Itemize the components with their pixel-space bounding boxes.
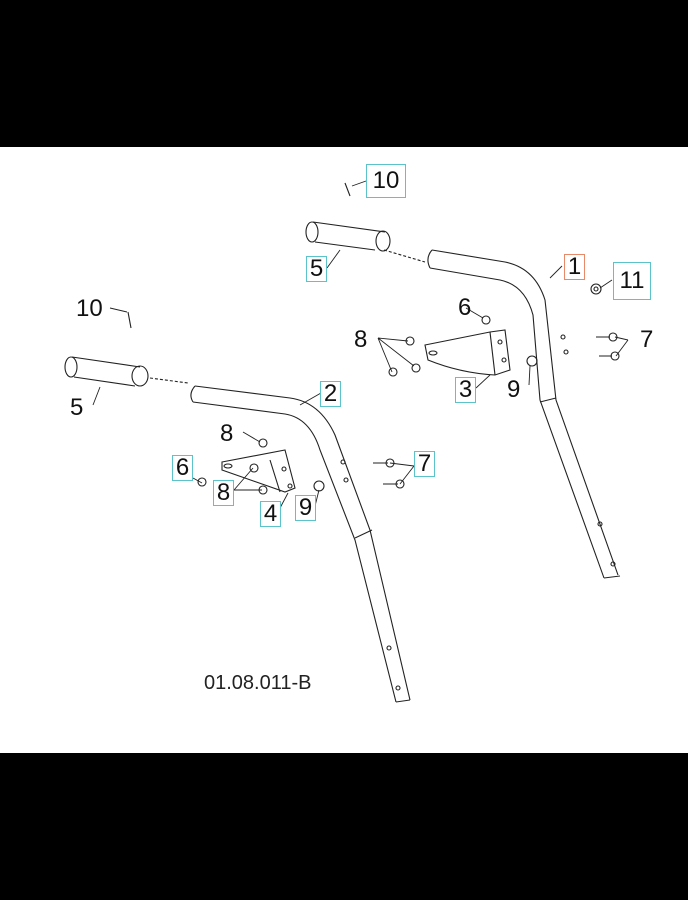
callout-11[interactable]: 11 [613, 262, 651, 300]
diagram-reference-code: 01.08.011-B [204, 672, 312, 694]
bracket-3 [424, 329, 511, 376]
callout-9-upper: 9 [507, 376, 521, 403]
callout-8-lower-boxed[interactable]: 8 [213, 480, 234, 506]
callout-3[interactable]: 3 [455, 377, 476, 403]
callout-6-lower[interactable]: 6 [172, 455, 193, 481]
callout-5-upper[interactable]: 5 [306, 256, 327, 282]
callout-7-upper: 7 [640, 326, 654, 353]
fasteners [127, 182, 620, 495]
callout-9-lower[interactable]: 9 [295, 495, 316, 521]
upper-grip [305, 221, 426, 263]
callout-4[interactable]: 4 [260, 501, 281, 527]
callout-2[interactable]: 2 [320, 381, 341, 407]
upper-handlebar [427, 249, 621, 579]
callout-7-lower[interactable]: 7 [414, 451, 435, 477]
callout-8-lower: 8 [220, 420, 234, 447]
lower-grip [64, 356, 189, 387]
callout-1[interactable]: 1 [564, 254, 585, 280]
leader-lines [92, 180, 629, 511]
callout-6-upper: 6 [458, 294, 472, 321]
lower-handlebar [190, 385, 411, 703]
callout-5-lower: 5 [70, 394, 84, 421]
bracket-4 [221, 449, 296, 493]
callout-10-upper[interactable]: 10 [366, 164, 406, 198]
callout-10-lower: 10 [76, 295, 103, 322]
callout-8-upper: 8 [354, 326, 368, 353]
